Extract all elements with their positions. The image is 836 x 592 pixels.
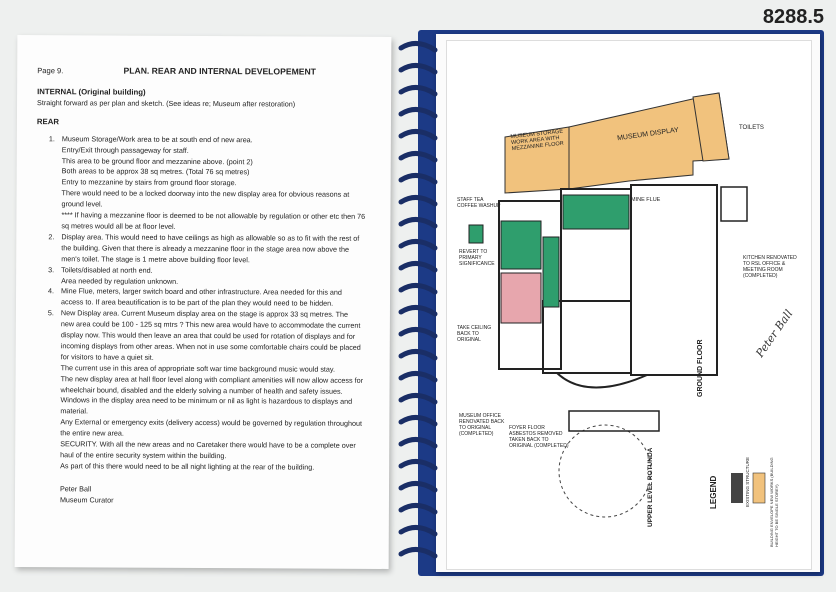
label-rotunda: UPPER LEVEL ROTUNDA xyxy=(647,447,654,527)
spiral-coil xyxy=(398,327,438,339)
legend-title: LEGEND xyxy=(709,475,718,509)
label-staff: STAFF TEA COFFEE WASHUP xyxy=(457,197,501,209)
spiral-coil xyxy=(398,85,438,97)
catalog-number: 8288.5 xyxy=(762,6,824,28)
rear-item: 3.Toilets/disabled at north end.Area nee… xyxy=(36,265,376,289)
legend-new: BUILDING ENVELOPE NEW WORKS (BUILDING HE… xyxy=(769,457,779,547)
label-mine-flue: MINE FLUE xyxy=(631,197,661,203)
spiral-coil xyxy=(398,371,438,383)
signoff-title: Museum Curator xyxy=(59,494,114,505)
pink-room xyxy=(500,272,542,324)
green-room-3 xyxy=(542,236,560,308)
spiral-coil xyxy=(398,239,438,251)
spiral-coil xyxy=(398,129,438,141)
rear-item-number: 4. xyxy=(48,286,55,296)
spiral-coil xyxy=(398,261,438,273)
rear-item-number: 2. xyxy=(48,232,55,242)
page-header: Page 9. PLAN. REAR AND INTERNAL DEVELOPE… xyxy=(37,65,316,77)
rear-items-list: 1.Museum Storage/Work area to be at sout… xyxy=(35,134,377,474)
rear-item-number: 5. xyxy=(47,308,54,318)
spiral-coil xyxy=(398,525,438,537)
floor-plan-drawing xyxy=(468,92,766,518)
label-foyer: FOYER FLOOR ASBESTOS REMOVED TAKEN BACK … xyxy=(509,425,569,449)
label-take-ceiling: TAKE CEILING BACK TO ORIGINAL xyxy=(457,325,492,343)
spiral-coil xyxy=(398,547,438,559)
green-room-1 xyxy=(500,220,542,270)
page-number: Page 9. xyxy=(37,66,64,76)
green-room-2 xyxy=(562,194,630,230)
spiral-coil xyxy=(398,217,438,229)
label-kitchen: KITCHEN RENOVATED TO RSL OFFICE & MEETIN… xyxy=(743,255,797,279)
spiral-coil xyxy=(398,459,438,471)
label-revert: REVERT TO PRIMARY SIGNIFICANCE xyxy=(459,249,495,267)
page-title: PLAN. REAR AND INTERNAL DEVELOPEMENT xyxy=(123,65,316,77)
spiral-coil xyxy=(398,283,438,295)
rear-item: 5.New Display area. Current Museum displ… xyxy=(35,308,376,473)
rear-item-line: There would need to be a locked doorway … xyxy=(61,188,350,200)
label-museum-office: MUSEUM OFFICE RENOVATED BACK TO ORIGINAL… xyxy=(459,413,505,437)
spiral-coil xyxy=(398,151,438,163)
spiral-coil xyxy=(398,481,438,493)
spiral-coil xyxy=(398,349,438,361)
rear-item-line: Windows in the display area need to be m… xyxy=(60,395,353,407)
spiral-coil xyxy=(398,437,438,449)
rear-item-number: 3. xyxy=(48,264,55,274)
legend-existing: EXISTING STRUCTURE xyxy=(745,456,750,507)
spiral-coil xyxy=(398,107,438,119)
spiral-coil xyxy=(398,415,438,427)
label-toilets: TOILETS xyxy=(739,125,764,131)
rear-item: 4.Mine Flue, meters, larger switch board… xyxy=(36,287,376,311)
spiral-coil xyxy=(398,195,438,207)
spiral-coil xyxy=(398,503,438,515)
spiral-coil xyxy=(398,41,438,53)
label-ground-floor: GROUND FLOOR xyxy=(697,339,704,397)
rear-item-number: 1. xyxy=(48,133,55,143)
spiral-coil xyxy=(398,393,438,405)
left-page: Page 9. PLAN. REAR AND INTERNAL DEVELOPE… xyxy=(14,35,392,569)
spiral-coil xyxy=(398,63,438,75)
spiral-binding xyxy=(398,41,438,559)
rear-item-line: As part of this there would need to be a… xyxy=(60,461,315,472)
spiral-coil xyxy=(398,173,438,185)
internal-section: INTERNAL (Original building) Straight fo… xyxy=(35,87,377,507)
rear-item: 2.Display area. This would need to have … xyxy=(36,232,376,266)
internal-text: Straight forward as per plan and sketch.… xyxy=(37,98,296,109)
spiral-coil xyxy=(398,305,438,317)
floor-plan-sheet: MUSEUM STORAGE WORK AREA WITH MEZZANINE … xyxy=(446,40,812,570)
rear-item: 1.Museum Storage/Work area to be at sout… xyxy=(36,134,377,234)
